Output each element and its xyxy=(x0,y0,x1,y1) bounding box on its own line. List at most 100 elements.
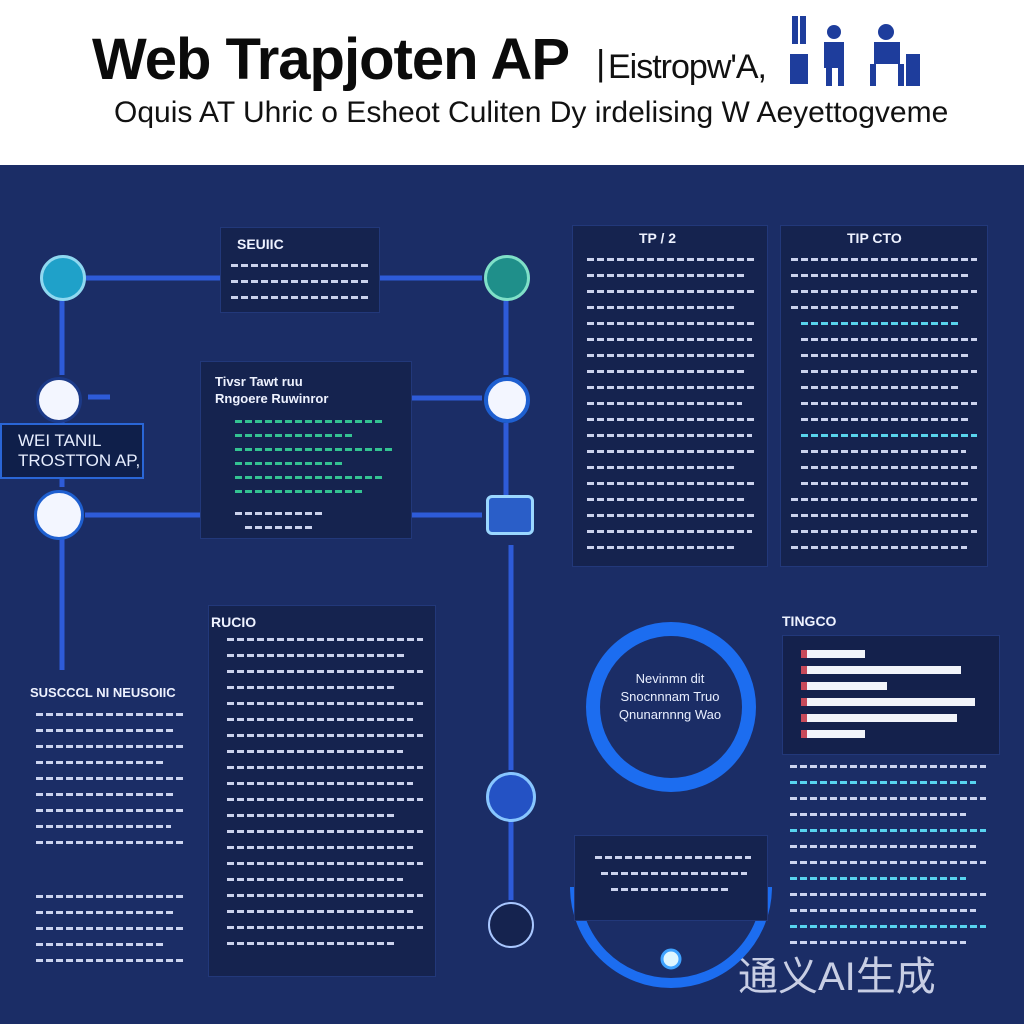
text-row xyxy=(227,926,423,929)
text-row xyxy=(587,338,752,341)
text-row xyxy=(801,466,977,469)
text-row xyxy=(587,450,757,453)
left-text-block-2 xyxy=(36,895,196,985)
text-row xyxy=(801,386,961,389)
text-row xyxy=(595,856,751,859)
text-row xyxy=(587,386,757,389)
text-row xyxy=(587,306,737,309)
diagram-canvas: WEI TANIL TROSTTON AP, SEUIIC Tivsr Tawt… xyxy=(0,165,1024,1024)
text-row xyxy=(801,418,971,421)
globe-icon[interactable] xyxy=(40,255,86,301)
text-row xyxy=(587,466,737,469)
panel-title: SEUIIC xyxy=(237,236,284,252)
text-row xyxy=(791,290,977,293)
text-row xyxy=(587,402,742,405)
text-row xyxy=(801,370,977,373)
text-row xyxy=(587,530,752,533)
text-row xyxy=(227,910,413,913)
text-row xyxy=(227,782,413,785)
text-row xyxy=(227,846,413,849)
panel-title-line2: Rngoere Ruwinror xyxy=(215,391,329,406)
text-row xyxy=(790,797,986,800)
switch-icon[interactable] xyxy=(486,772,536,822)
text-row xyxy=(791,306,961,309)
text-row xyxy=(801,450,966,453)
panel-col-a: TP / 2 xyxy=(572,225,768,567)
bar xyxy=(801,666,961,674)
text-row xyxy=(227,862,423,865)
text-row xyxy=(227,718,413,721)
text-row xyxy=(227,638,423,641)
text-row xyxy=(587,498,747,501)
bar xyxy=(801,714,957,722)
server-icon[interactable] xyxy=(486,495,534,535)
text-row xyxy=(587,434,752,437)
panel-lower-mid: RUCIO xyxy=(208,605,436,977)
text-row xyxy=(235,512,325,515)
text-row xyxy=(231,296,371,299)
text-row xyxy=(227,654,407,657)
bar xyxy=(801,650,865,658)
text-row xyxy=(790,925,986,928)
text-row xyxy=(801,402,977,405)
text-row xyxy=(235,462,345,465)
text-row xyxy=(790,781,976,784)
text-row xyxy=(801,322,961,325)
text-row xyxy=(235,420,385,423)
text-row xyxy=(790,893,986,896)
text-row xyxy=(587,418,757,421)
bar xyxy=(801,682,887,690)
panel-ring-lower xyxy=(574,835,768,921)
text-row xyxy=(36,911,176,914)
subtitle: Oquis AT Uhric o Esheot Culiten Dy irdel… xyxy=(114,96,949,129)
chart-icon[interactable] xyxy=(34,490,84,540)
text-row xyxy=(611,888,731,891)
page-title: Web Trapjoten AP xyxy=(92,27,570,92)
text-row xyxy=(801,338,977,341)
text-row xyxy=(791,258,977,261)
ring-label: Nevinmn dit Snocnnnam Truo Qnunarnnng Wa… xyxy=(618,671,722,722)
end-node-icon[interactable] xyxy=(488,902,534,948)
lower-right-title: TINGCO xyxy=(782,613,837,629)
text-row xyxy=(36,825,171,828)
text-row xyxy=(227,830,423,833)
text-row xyxy=(36,761,166,764)
panel-title: RUCIO xyxy=(211,614,257,630)
text-row xyxy=(587,546,737,549)
text-row xyxy=(36,777,186,780)
text-row xyxy=(231,264,371,267)
text-row xyxy=(227,878,403,881)
text-row xyxy=(36,943,166,946)
text-row xyxy=(227,894,423,897)
panel-lower-right xyxy=(782,635,1000,755)
text-row xyxy=(790,877,966,880)
header: Web Trapjoten AP | Eistropw'A, Oquis AT … xyxy=(0,0,1024,165)
text-row xyxy=(790,829,986,832)
panel-title: TIP CTO xyxy=(847,230,902,246)
text-row xyxy=(36,745,186,748)
text-row xyxy=(227,942,397,945)
text-row xyxy=(601,872,747,875)
text-row xyxy=(791,498,977,501)
user-icon[interactable] xyxy=(36,377,82,423)
text-row xyxy=(790,909,976,912)
text-row xyxy=(790,941,966,944)
text-row xyxy=(790,845,976,848)
text-row xyxy=(790,861,986,864)
text-row xyxy=(36,841,186,844)
bar-marker xyxy=(801,714,807,722)
left-text-block xyxy=(36,713,196,863)
document-icon[interactable] xyxy=(484,255,530,301)
database-icon[interactable] xyxy=(484,377,530,423)
text-row xyxy=(587,322,757,325)
text-row xyxy=(36,927,186,930)
bar-marker xyxy=(801,650,807,658)
bar-marker xyxy=(801,666,807,674)
text-row xyxy=(36,793,176,796)
text-row xyxy=(587,274,747,277)
text-row xyxy=(227,686,397,689)
text-row xyxy=(801,354,971,357)
text-row xyxy=(587,354,757,357)
text-row xyxy=(791,530,977,533)
text-row xyxy=(36,713,186,716)
